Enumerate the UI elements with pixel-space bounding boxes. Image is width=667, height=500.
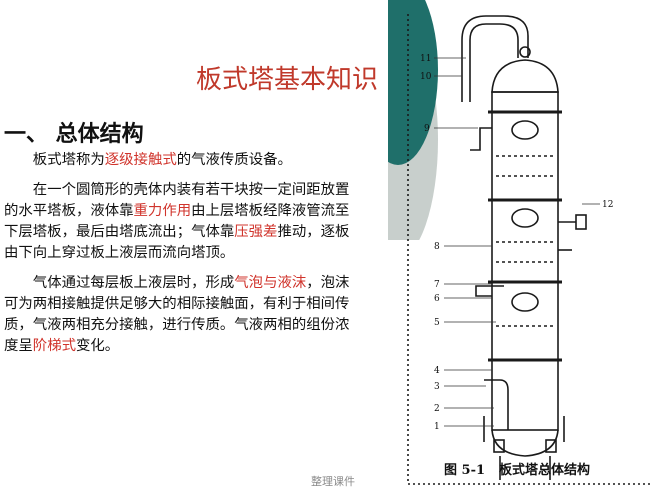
label-3: 3 bbox=[434, 382, 440, 392]
label-4: 4 bbox=[434, 366, 440, 376]
highlighted-term: 逐级接触式 bbox=[104, 152, 177, 168]
label-2: 2 bbox=[434, 404, 440, 414]
paragraph-1: 板式塔称为逐级接触式的气液传质设备。 bbox=[4, 150, 358, 171]
label-6: 6 bbox=[434, 294, 440, 304]
label-10: 10 bbox=[420, 72, 432, 82]
label-12: 12 bbox=[602, 200, 613, 210]
highlighted-term: 压强差 bbox=[234, 224, 278, 240]
slide-title: 板式塔基本知识 bbox=[196, 65, 379, 95]
paragraph-text: 变化。 bbox=[75, 338, 120, 354]
figure-caption: 图 5-1 板式塔总体结构 bbox=[444, 459, 590, 478]
body-text: 板式塔称为逐级接触式的气液传质设备。 在一个圆筒形的壳体内装有若干块按一定间距放… bbox=[4, 150, 358, 366]
highlighted-term: 阶梯式 bbox=[32, 338, 76, 354]
label-11: 11 bbox=[420, 54, 431, 64]
label-7: 7 bbox=[434, 280, 440, 290]
tray-column-diagram: 11 10 9 12 8 7 6 5 4 3 2 1 bbox=[407, 14, 650, 485]
label-9: 9 bbox=[424, 124, 430, 134]
paragraph-text: 推动，逐板由下向上穿过板上液层而流向塔顶。 bbox=[4, 224, 350, 261]
paragraph-text: 在一个圆筒形的壳体内装有若干块按一定间距放置的水平塔板，液体靠 bbox=[4, 182, 350, 219]
figure-caption-text: 板式塔总体结构 bbox=[499, 463, 591, 478]
paragraph-3: 气体通过每层板上液层时，形成气泡与液沫，泡沫可为两相接触提供足够大的相际接触面，… bbox=[4, 273, 358, 357]
label-1: 1 bbox=[434, 422, 440, 432]
section-heading: 一、 总体结构 bbox=[4, 122, 144, 147]
highlighted-term: 气泡与液沫 bbox=[234, 275, 307, 291]
label-8: 8 bbox=[434, 242, 440, 252]
paragraph-text: 气体通过每层板上液层时，形成 bbox=[32, 275, 235, 291]
label-5: 5 bbox=[434, 318, 440, 328]
footer-text: 整理课件 bbox=[311, 475, 355, 488]
paragraph-text: 由上层塔板经降液管流至下层塔板，最后由塔底流出；气体靠 bbox=[4, 203, 350, 240]
decorative-arcs bbox=[300, 0, 438, 240]
figure-number: 图 5-1 bbox=[444, 463, 486, 478]
highlighted-term: 重力作用 bbox=[133, 203, 192, 219]
paragraph-text: 的气液传质设备。 bbox=[176, 152, 292, 168]
paragraph-2: 在一个圆筒形的壳体内装有若干块按一定间距放置的水平塔板，液体靠重力作用由上层塔板… bbox=[4, 180, 358, 264]
paragraph-text: ，泡沫可为两相接触提供足够大的相际接触面，有利于相间传质，气液两相充分接触，进行… bbox=[4, 275, 350, 354]
paragraph-text: 板式塔称为 bbox=[32, 152, 105, 168]
